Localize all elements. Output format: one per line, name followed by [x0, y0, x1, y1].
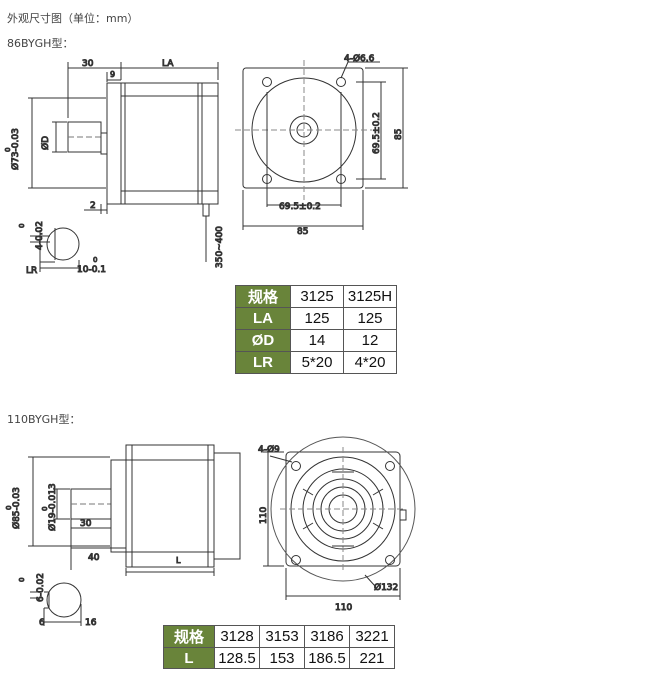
dim-86-pitch-v: 69.5±0.2: [372, 112, 382, 154]
motor-110-front-view: [263, 436, 416, 600]
dim-110-shaft-diameter: Ø19-0.013: [47, 483, 58, 531]
spec-86-header-label: 规格: [235, 285, 291, 308]
dim-110-size-v: 110: [259, 507, 269, 524]
dim-86-lead-length: 350~400: [215, 226, 225, 268]
dim-110-l: L: [176, 556, 181, 565]
spec-86-header-model: 3125: [290, 285, 344, 308]
dim-110-od-tol: 0: [5, 506, 13, 510]
dim-86-od-tol: 0: [4, 148, 12, 152]
spec-110-header-model: 3186: [304, 625, 350, 648]
spec-table-110: 规格 3128 3153 3186 3221 L 128.5 153 186.5…: [163, 625, 395, 669]
dim-86-shaft-diameter: ØD: [40, 136, 51, 150]
motor-110-heading: 110BYGH型：: [7, 413, 81, 426]
dim-110-key: 6-0.02: [36, 573, 46, 602]
spec-86-cell: 14: [290, 329, 344, 352]
spec-110-header-model: 3128: [214, 625, 260, 648]
motor-86-front-view: [235, 60, 408, 230]
spec-110-header-model: 3221: [349, 625, 395, 648]
dim-86-key-tol: 0: [18, 224, 26, 228]
motor-86-shaft-section: [30, 227, 80, 272]
spec-86-cell: 125: [343, 307, 397, 330]
motor-110-shaft-section: [30, 582, 82, 626]
dim-86-flange: 9: [110, 70, 115, 79]
dim-110-shaft-tol: 0: [41, 507, 49, 511]
dim-110-outer-diameter: Ø85-0.03: [11, 487, 22, 529]
dim-86-size-h: 85: [297, 227, 308, 237]
spec-110-cell: 221: [349, 647, 395, 669]
dim-110-shaft-length: 40: [88, 553, 100, 563]
dim-110-bolt-circle: Ø132: [374, 582, 398, 593]
spec-table-86: 规格 3125 3125H LA 125 125 ØD 14 12 LR 5*2…: [235, 285, 397, 374]
spec-110-cell: 153: [259, 647, 305, 669]
dim-110-key-length: 30: [80, 519, 92, 529]
dim-110-size-h: 110: [335, 603, 352, 613]
spec-110-header-label: 规格: [163, 625, 215, 648]
spec-86-row-label: LA: [235, 307, 291, 330]
page-title: 外观尺寸图（单位：mm）: [7, 12, 139, 25]
motor-86-heading: 86BYGH型：: [7, 37, 74, 50]
dim-86-lr: LR: [26, 266, 37, 276]
dim-86-mount-holes: 4-Ø6.6: [344, 53, 375, 64]
dim-110-key-tol: 0: [18, 578, 26, 582]
motor-86-side-view: [28, 62, 219, 262]
dim-86-size-v: 85: [394, 129, 404, 140]
dim-86-pitch-h: 69.5±0.2: [279, 202, 321, 212]
spec-86-cell: 12: [343, 329, 397, 352]
dim-86-la: LA: [162, 59, 174, 69]
spec-86-row-label: ØD: [235, 329, 291, 352]
dim-110-mount-holes: 4-Ø9: [258, 444, 280, 455]
dim-110-key-width: 6: [39, 618, 45, 628]
spec-110-cell: 128.5: [214, 647, 260, 669]
spec-86-cell: 125: [290, 307, 344, 330]
dim-86-offset: 2: [90, 201, 96, 211]
dim-86-flat-tol: 0: [93, 256, 97, 264]
dim-86-flat: 10-0.1: [77, 265, 106, 275]
spec-110-cell: 186.5: [304, 647, 350, 669]
dim-86-outer-diameter: Ø73-0.03: [10, 128, 21, 170]
spec-86-row-label: LR: [235, 351, 291, 374]
dim-86-key: 4-0.02: [35, 221, 45, 250]
dim-86-shaft-length: 30: [82, 59, 94, 69]
spec-110-row-label: L: [163, 647, 215, 669]
dim-110-key-depth: 16: [85, 618, 97, 628]
spec-86-cell: 5*20: [290, 351, 344, 374]
motor-110-side-view: [28, 444, 241, 576]
spec-86-header-model: 3125H: [343, 285, 397, 308]
spec-86-cell: 4*20: [343, 351, 397, 374]
spec-110-header-model: 3153: [259, 625, 305, 648]
